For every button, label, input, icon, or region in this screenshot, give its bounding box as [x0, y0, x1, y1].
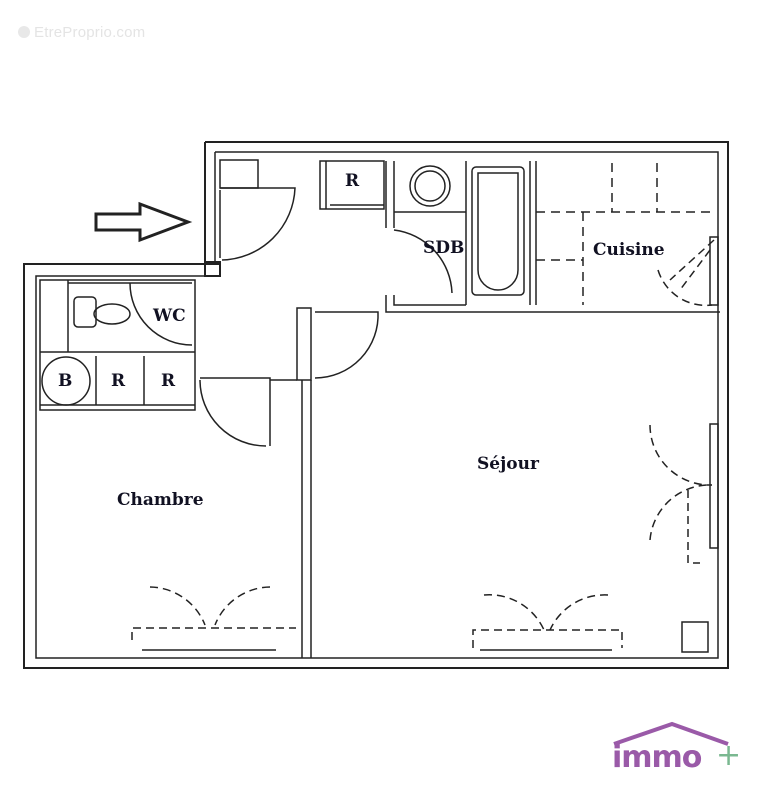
immo-plus-logo: immo +	[610, 718, 741, 778]
wc-storage-block	[39, 279, 196, 411]
watermark-text: EtreProprio.com	[34, 24, 146, 41]
room-label-chambre: Chambre	[117, 490, 204, 510]
entrance-door	[219, 159, 296, 261]
room-label-sdb: SDB	[423, 238, 465, 258]
closet-entry	[319, 160, 385, 210]
logo-text: immo	[612, 740, 702, 775]
bathroom	[385, 161, 720, 313]
entrance-arrow-icon	[94, 201, 193, 243]
watermark: EtreProprio.com	[18, 24, 145, 41]
logo-plus: +	[716, 738, 742, 773]
room-label-boiler: B	[58, 371, 73, 391]
room-label-closet-entry: R	[345, 171, 360, 191]
room-label-cuisine: Cuisine	[593, 240, 665, 260]
copyright-circle-icon	[18, 26, 30, 38]
room-label-closet-1: R	[111, 371, 126, 391]
right-windows	[649, 236, 719, 564]
room-label-closet-2: R	[161, 371, 176, 391]
roof-icon	[613, 721, 729, 746]
outer-walls	[23, 141, 729, 669]
bottom-windows	[131, 586, 623, 648]
partition-walls	[199, 307, 379, 658]
kitchen-units	[536, 163, 716, 305]
room-label-sejour: Séjour	[477, 454, 539, 474]
window-sills	[142, 621, 709, 653]
room-label-wc: WC	[153, 306, 186, 326]
